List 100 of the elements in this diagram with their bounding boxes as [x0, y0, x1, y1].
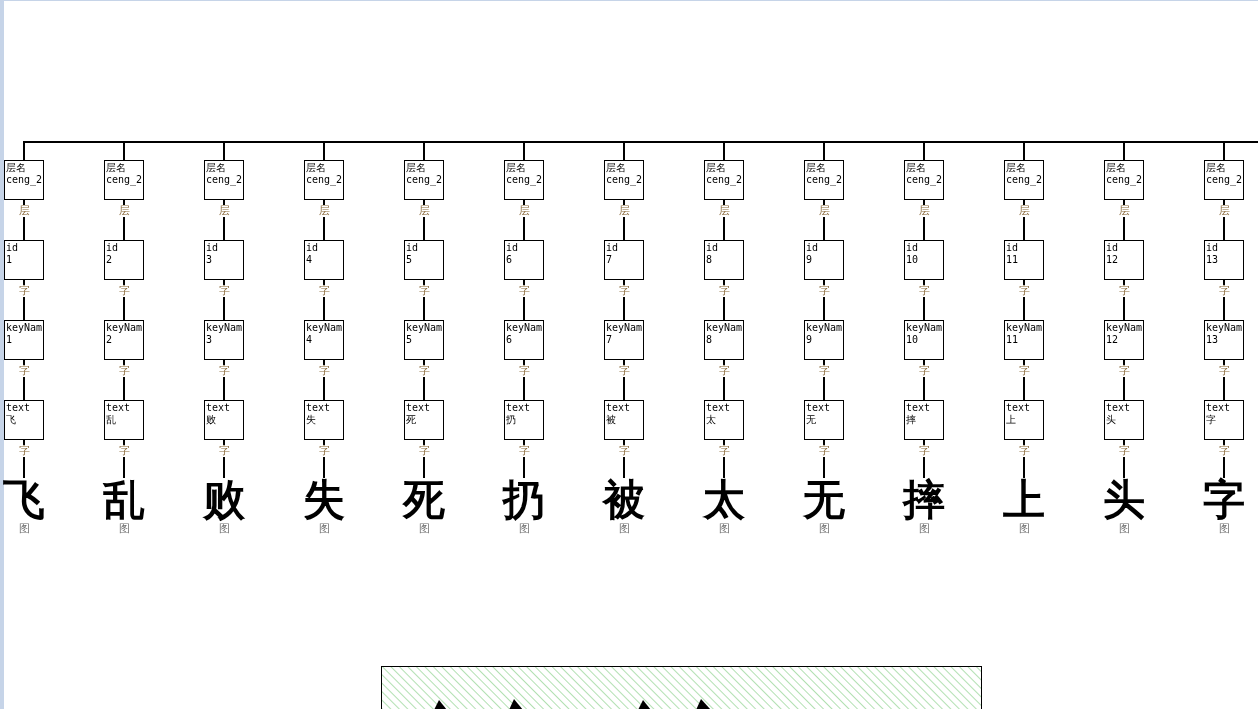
type-label: 图: [318, 523, 330, 535]
character-glyph: 字: [1202, 478, 1246, 522]
edge-label: 层: [1218, 205, 1230, 217]
field-name: keyNam: [306, 322, 343, 334]
field-value: 8: [706, 254, 713, 266]
field-name: 层名: [1006, 162, 1026, 174]
edge-label: 字: [1018, 285, 1030, 297]
field-name: 层名: [906, 162, 926, 174]
edge-label: 字: [318, 445, 330, 457]
field-name: id: [506, 242, 519, 254]
edge-label: 层: [918, 205, 930, 217]
field-name: text: [206, 402, 231, 414]
character-glyph: 失: [302, 478, 346, 522]
field-value: 8: [706, 334, 713, 346]
field-name: 层名: [1206, 162, 1226, 174]
field-value: ceng_2: [1206, 174, 1243, 186]
field-value: 3: [206, 334, 213, 346]
field-name: text: [1206, 402, 1231, 414]
edge-label: 字: [118, 445, 130, 457]
connector: [1123, 199, 1125, 241]
field-name: keyNam: [206, 322, 243, 334]
field-name: 层名: [306, 162, 326, 174]
character-glyph: 摔: [902, 478, 946, 522]
edge-label: 层: [118, 205, 130, 217]
record-box: [304, 240, 344, 280]
character-glyph: 乱: [102, 478, 146, 522]
connector: [423, 199, 425, 241]
field-name: 层名: [6, 162, 26, 174]
character-glyph: 被: [602, 478, 646, 522]
field-value: 11: [1006, 254, 1019, 266]
connector: [23, 199, 25, 241]
character-glyph: 死: [402, 478, 446, 522]
field-value: 12: [1106, 254, 1119, 266]
record-box: [404, 320, 444, 360]
record-box: [4, 240, 44, 280]
record-box: [704, 400, 744, 440]
record-box: [1204, 240, 1244, 280]
field-value: 6: [506, 254, 513, 266]
edge-label: 字: [1218, 365, 1230, 377]
field-name: text: [306, 402, 331, 414]
field-value: 5: [406, 254, 413, 266]
edge-label: 字: [518, 365, 530, 377]
connector: [123, 199, 125, 241]
edge-label: 字: [618, 365, 630, 377]
connector: [1223, 199, 1225, 241]
record-box: [504, 160, 544, 200]
record-box: [1204, 400, 1244, 440]
field-value: 5: [406, 334, 413, 346]
field-name: id: [206, 242, 219, 254]
edge-label: 层: [718, 205, 730, 217]
field-value: 败: [206, 414, 216, 426]
field-name: text: [806, 402, 831, 414]
field-value: ceng_2: [706, 174, 743, 186]
record-box: [904, 320, 944, 360]
edge-label: 字: [418, 445, 430, 457]
edge-label: 层: [818, 205, 830, 217]
type-label: 图: [518, 523, 530, 535]
edge-label: 字: [818, 445, 830, 457]
record-box: [504, 240, 544, 280]
field-value: ceng_2: [906, 174, 943, 186]
record-box: [304, 400, 344, 440]
edge-label: 字: [418, 365, 430, 377]
connector: [1223, 141, 1258, 161]
record-box: [704, 320, 744, 360]
record-box: [804, 400, 844, 440]
record-box: [1004, 160, 1044, 200]
record-box: [4, 160, 44, 200]
field-value: 乱: [106, 414, 116, 426]
record-box: [1004, 240, 1044, 280]
field-value: ceng_2: [606, 174, 643, 186]
record-box: [304, 160, 344, 200]
edge-label: 字: [518, 445, 530, 457]
field-name: id: [906, 242, 919, 254]
edge-label: 字: [818, 285, 830, 297]
field-value: 失: [306, 414, 316, 426]
field-name: keyNam: [506, 322, 543, 334]
field-name: 层名: [506, 162, 526, 174]
edge-label: 字: [918, 445, 930, 457]
edge-label: 字: [718, 445, 730, 457]
edge-label: 层: [18, 205, 30, 217]
edge-label: 层: [518, 205, 530, 217]
field-value: 13: [1206, 254, 1219, 266]
record-box: [704, 160, 744, 200]
field-name: keyNam: [1206, 322, 1243, 334]
record-box: [304, 320, 344, 360]
field-name: text: [506, 402, 531, 414]
field-value: 上: [1006, 414, 1016, 426]
record-box: [1004, 320, 1044, 360]
edge-label: 字: [618, 285, 630, 297]
edge-label: 字: [818, 365, 830, 377]
edge-label: 字: [1018, 365, 1030, 377]
edge-label: 字: [318, 365, 330, 377]
record-box: [604, 320, 644, 360]
field-value: 头: [1106, 414, 1116, 426]
type-label: 图: [118, 523, 130, 535]
field-name: text: [706, 402, 731, 414]
record-box: [504, 400, 544, 440]
field-name: keyNam: [406, 322, 443, 334]
record-box: [104, 160, 144, 200]
record-box: [4, 320, 44, 360]
